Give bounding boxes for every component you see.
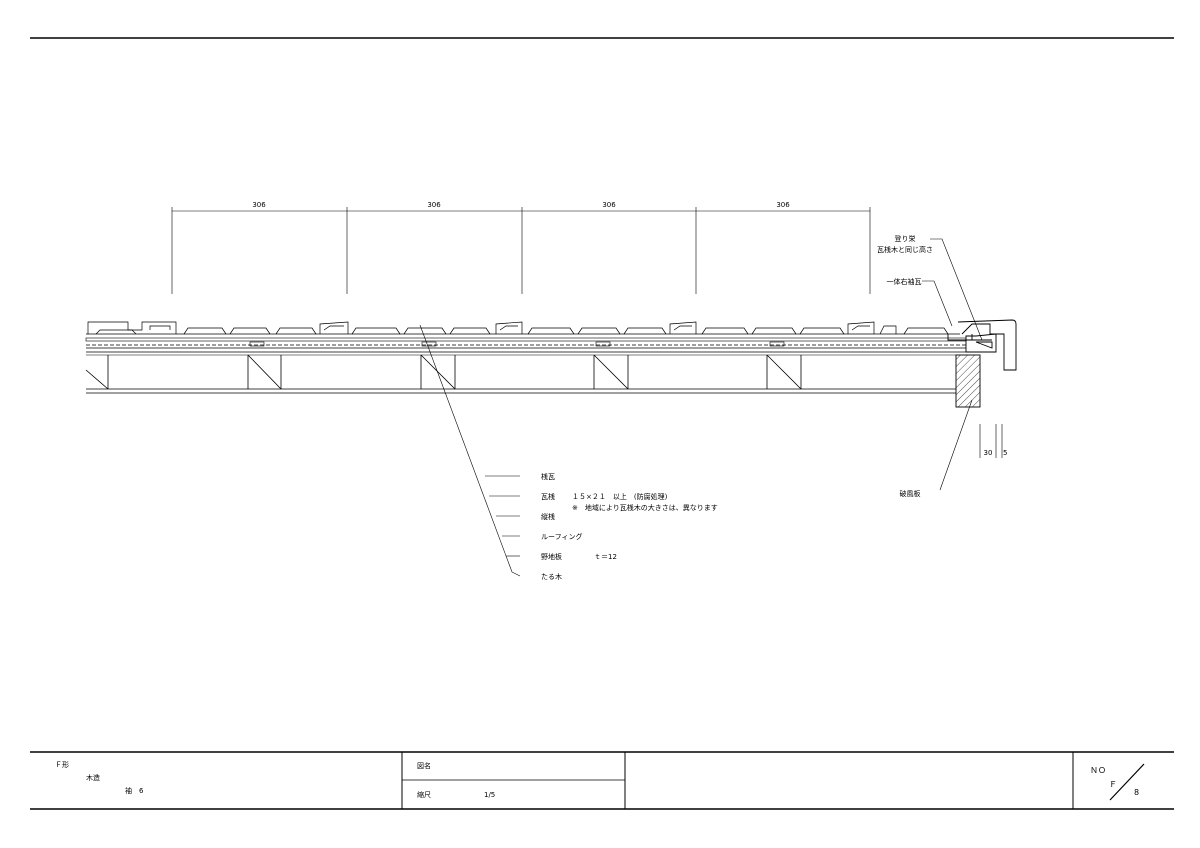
callout-nojiita-spec: ｔ＝12 <box>594 553 617 561</box>
title-block <box>30 751 1174 809</box>
title-type: Ｆ形 <box>55 761 69 769</box>
bottom-dim-5: 5 <box>1003 449 1007 457</box>
dimension-label-2: 306 <box>427 201 441 209</box>
verge-detail <box>947 319 1017 371</box>
left-leaders <box>419 324 521 577</box>
callout-tatezan: 縦桟 <box>541 512 555 521</box>
bottom-dimension <box>979 424 1003 458</box>
callout-verge-tile: 一体右袖瓦 <box>887 277 922 286</box>
drawing-name-label: 図名 <box>417 761 431 770</box>
callout-same-height: 瓦桟木と同じ高さ <box>877 245 933 254</box>
sheet-no-label: ＮＯ <box>1090 766 1106 775</box>
roof-tiles <box>86 321 960 335</box>
barge-board <box>955 354 981 408</box>
title-sleeve: 袖 6 <box>125 786 144 795</box>
sheet-no-letter: Ｆ <box>1109 780 1117 789</box>
callout-nojiita: 野地板 <box>541 552 562 561</box>
dimension-label-4: 306 <box>776 201 790 209</box>
dimension-label-1: 306 <box>252 201 266 209</box>
dimension-label-3: 306 <box>602 201 616 209</box>
callout-barge-board: 破風板 <box>900 489 921 498</box>
callout-taruki: たる木 <box>541 572 562 581</box>
dimension-chain <box>171 207 871 294</box>
callout-kawarazan: 瓦桟 <box>541 492 555 501</box>
scale-value: 1/5 <box>484 791 495 799</box>
title-material: 木造 <box>86 773 100 782</box>
callout-kawarazan-note: ※ 地域により瓦桟木の大きさは、異なります <box>572 503 718 512</box>
rafters <box>85 354 956 394</box>
callout-roofing: ルーフィング <box>541 532 582 541</box>
bottom-dim-30: 30 <box>984 449 993 457</box>
scale-label: 縮尺 <box>417 790 431 799</box>
callout-kawarazan-spec: １５×２１ 以上 (防腐処理) <box>572 492 668 501</box>
sheet-no-number: 8 <box>1134 788 1139 797</box>
callout-sangawara: 桟瓦 <box>541 472 555 481</box>
callout-nobori-sakae: 登り栄 <box>895 234 916 243</box>
roof-layers <box>85 337 967 356</box>
right-leaders <box>922 238 983 491</box>
